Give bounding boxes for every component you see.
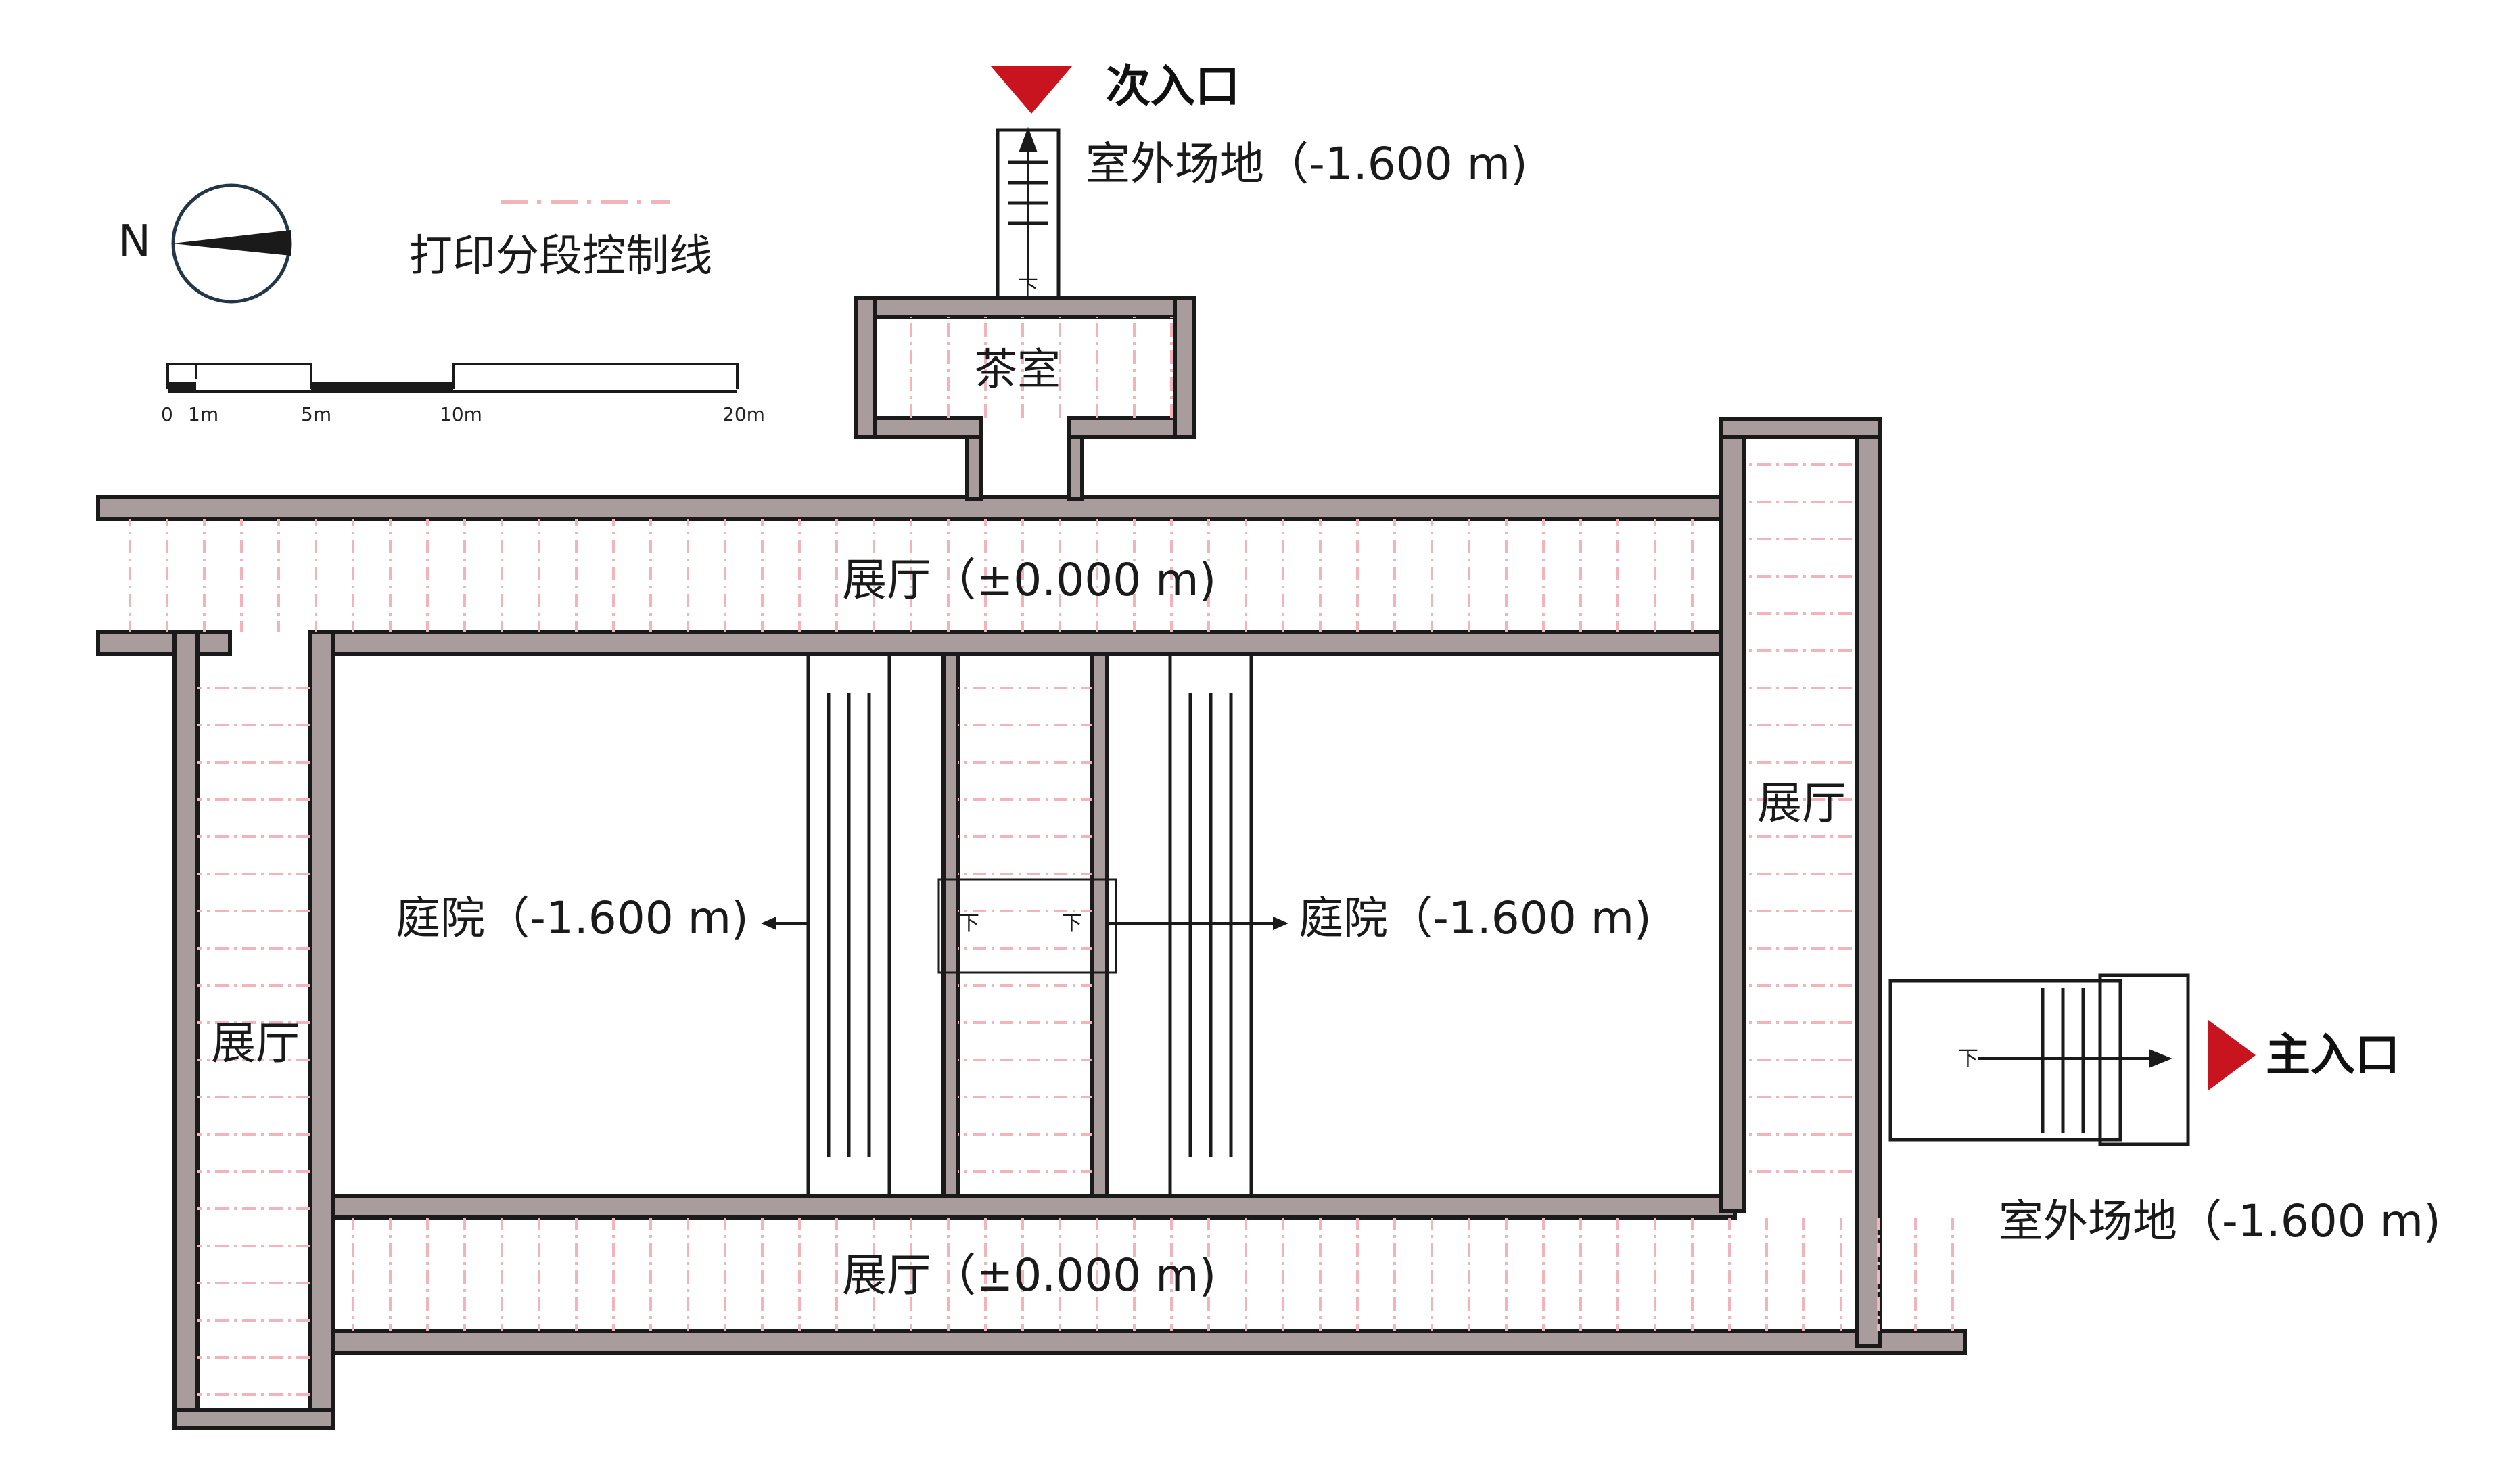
central-landing <box>937 878 1117 974</box>
scale-tick-0: 0 <box>161 403 173 425</box>
central-hall-floor <box>958 654 1092 1196</box>
stair-down-right-label: 下 <box>1062 912 1082 935</box>
bottom-corridor-floor <box>333 1218 1965 1331</box>
bottom-corridor-north-wall <box>326 1194 1737 1220</box>
central-hall-east-wall <box>1090 652 1109 1198</box>
north-compass <box>171 183 292 304</box>
secondary-entrance-marker <box>991 66 1072 114</box>
hall-top-label: 展厅（±0.000 m) <box>842 554 1216 606</box>
scale-tick-1m: 1m <box>188 403 218 425</box>
hall-left-label: 展厅 <box>211 1017 300 1069</box>
outdoor-area-top-label: 室外场地（-1.600 m) <box>1086 138 1528 190</box>
central-hall-west-wall <box>941 652 960 1198</box>
tea-link-east-wall <box>1067 435 1084 501</box>
east-stair-landing <box>1888 979 2122 1142</box>
right-wing-floor <box>1744 437 1857 1196</box>
right-wing-east-wall <box>1855 417 1882 1348</box>
scale-tick-5m: 5m <box>301 403 331 425</box>
top-corridor-south-wall-west <box>96 630 232 656</box>
scale-tick-20m: 20m <box>722 403 765 425</box>
left-wing-west-wall <box>172 630 200 1426</box>
bottom-corridor-south-wall <box>326 1329 1967 1355</box>
main-entrance-label: 主入口 <box>2266 1029 2400 1081</box>
labels: N 打印分段控制线 0 1m 5m 10m 20m 次入口 室外场地（-1.60… <box>118 60 2441 1301</box>
courtyard-arrows <box>761 917 1288 930</box>
outdoor-area-right-label: 室外场地（-1.600 m) <box>1999 1195 2441 1247</box>
right-wing-west-wall <box>1719 417 1746 1213</box>
main-entrance-marker <box>2208 1020 2256 1090</box>
courtyard-left-label: 庭院（-1.600 m) <box>396 892 749 944</box>
left-wing-south-wall <box>172 1408 335 1430</box>
tea-room-floor <box>875 317 1175 418</box>
walls <box>96 296 1967 1430</box>
courtyard-right-label: 庭院（-1.600 m) <box>1299 892 1652 944</box>
entrance-stairs <box>996 126 2190 1146</box>
tea-room-east-wall <box>1173 296 1196 439</box>
tea-room-west-wall <box>854 296 877 439</box>
print-line-legend-label: 打印分段控制线 <box>409 231 712 281</box>
print-segment-lines <box>101 317 1965 1410</box>
top-corridor-floor <box>101 519 1721 632</box>
top-corridor-south-wall <box>326 630 1737 656</box>
stair-down-north-label: 下 <box>1018 276 1038 300</box>
courtyard-steps <box>806 652 1253 1198</box>
scale-bar <box>166 363 739 393</box>
north-label: N <box>118 216 151 266</box>
compass-needle-icon <box>172 230 291 256</box>
left-wing-east-wall <box>308 630 335 1426</box>
stair-down-east-label: 下 <box>1958 1047 1978 1071</box>
hall-right-label: 展厅 <box>1757 777 1846 829</box>
scale-tick-10m: 10m <box>440 403 482 425</box>
right-wing-north-wall <box>1719 417 1882 439</box>
tea-link-west-wall <box>965 435 983 501</box>
tea-room-label: 茶室 <box>974 345 1061 395</box>
left-step-block <box>806 652 891 1198</box>
top-corridor-north-wall <box>96 495 1737 521</box>
hall-bottom-label: 展厅（±0.000 m) <box>842 1249 1216 1301</box>
tea-room-north-wall <box>854 296 1196 319</box>
right-step-block <box>1168 652 1253 1198</box>
stair-down-left-label: 下 <box>959 912 979 935</box>
left-wing-floor <box>197 654 310 1410</box>
secondary-entrance-label: 次入口 <box>1106 60 1240 112</box>
